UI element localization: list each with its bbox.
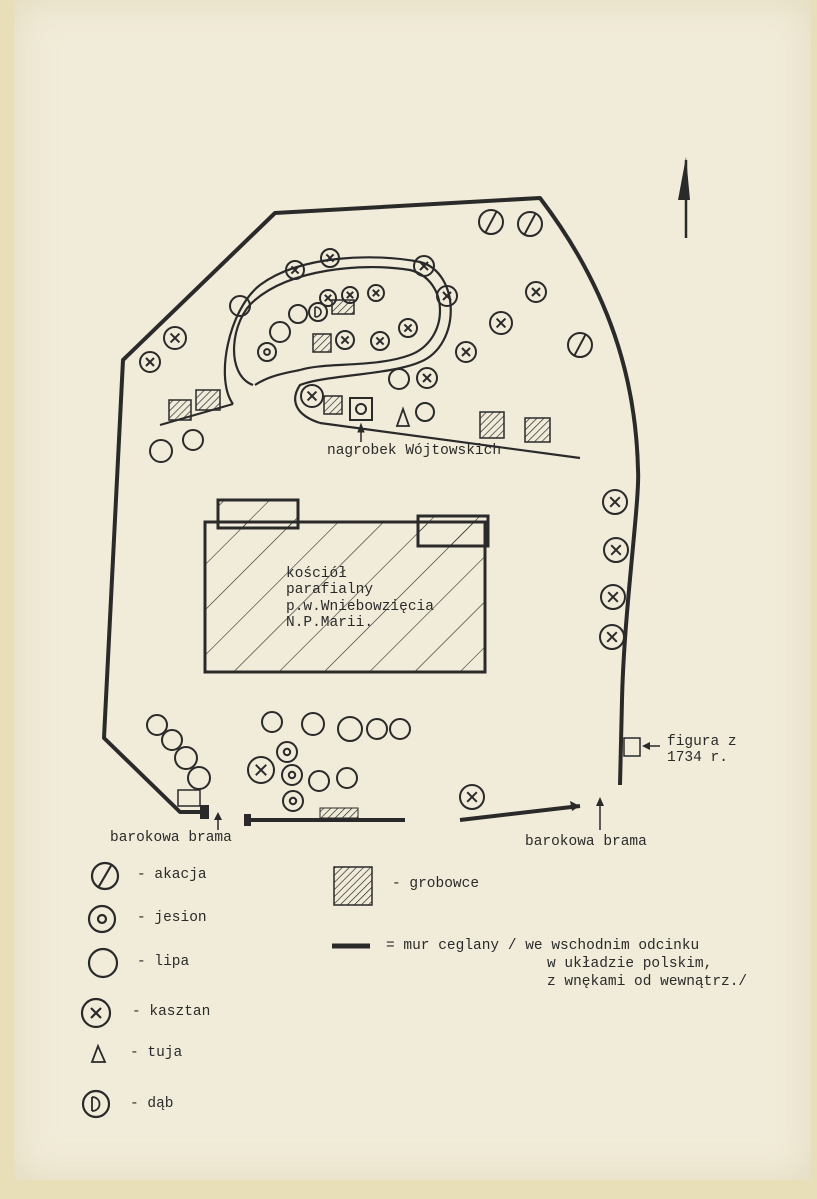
- legend-jesion-icon: [87, 904, 117, 934]
- legend-grobowce-icon: [333, 866, 373, 906]
- lipa-tree-icon: [336, 767, 358, 789]
- north-arrow-icon: [678, 157, 690, 238]
- lipa-tree-icon: [389, 718, 411, 740]
- figure-box: [623, 737, 641, 757]
- gate-box: [177, 789, 201, 807]
- legend-jesion: - jesion: [137, 910, 207, 926]
- wojtowski-tomb-icon: [349, 397, 373, 442]
- lipa-tree-icon: [301, 712, 325, 736]
- lipa-tree-icon: [261, 711, 283, 733]
- lipa-tree-icon: [229, 295, 251, 317]
- gate-arrow-right-icon: [596, 797, 604, 830]
- cemetery-wall: [102, 196, 641, 822]
- legend-dab-icon: [81, 1089, 111, 1119]
- kasztan-tree-icon: [300, 384, 324, 408]
- wall-end-arrow-icon: [570, 801, 580, 811]
- lipa-tree-icon: [366, 718, 388, 740]
- tomb-label: nagrobek Wójtowskich: [327, 443, 502, 459]
- lipa-tree-icon: [269, 321, 291, 343]
- akacja-tree-icon: [517, 211, 543, 237]
- legend-akacja-icon: [90, 861, 120, 891]
- jesion-tree-icon: [276, 741, 298, 763]
- figure-label-1: figura z: [667, 734, 737, 750]
- legend-grobowce: - grobowce: [392, 876, 480, 892]
- lipa-tree-icon: [149, 439, 173, 463]
- legend-kasztan: - kasztan: [132, 1004, 211, 1020]
- kasztan-tree-icon: [602, 489, 628, 515]
- gate-arrow-left-icon: [214, 812, 222, 830]
- legend-tuja: - tuja: [130, 1045, 183, 1061]
- legend-mur-1: = mur ceglany / we wschodnim odcinku: [386, 938, 700, 954]
- legend-dab: - dąb: [130, 1096, 174, 1112]
- akacja-tree-icon: [567, 332, 593, 358]
- kasztan-tree-icon: [285, 260, 305, 280]
- legend-lipa-icon: [87, 947, 119, 979]
- kasztan-tree-icon: [335, 330, 355, 350]
- gate-label-right: barokowa brama: [525, 834, 647, 850]
- legend-mur-2: w układzie polskim,: [547, 956, 713, 972]
- gate-post-left: [200, 805, 209, 819]
- legend-kasztan-icon: [80, 997, 112, 1029]
- kasztan-tree-icon: [320, 248, 340, 268]
- kasztan-tree-icon: [367, 284, 385, 302]
- legend-symbols: [80, 861, 373, 1119]
- kasztan-tree-icon: [341, 286, 359, 304]
- kasztan-tree-icon: [455, 341, 477, 363]
- kasztan-tree-icon: [599, 624, 625, 650]
- lipa-tree-icon: [174, 746, 198, 770]
- akacja-tree-icon: [478, 209, 504, 235]
- curved-path: [159, 256, 581, 460]
- trees: [139, 209, 629, 812]
- lipa-tree-icon: [161, 729, 183, 751]
- legend-lipa: - lipa: [137, 954, 190, 970]
- lipa-tree-icon: [388, 368, 410, 390]
- lipa-tree-icon: [415, 402, 435, 422]
- gate-post-right: [244, 814, 251, 826]
- church-label-2: parafialny: [286, 582, 374, 598]
- kasztan-tree-icon: [370, 331, 390, 351]
- tombs: [168, 299, 551, 443]
- lipa-tree-icon: [337, 716, 363, 742]
- lipa-tree-icon: [308, 770, 330, 792]
- jesion-tree-icon: [281, 764, 303, 786]
- lipa-tree-icon: [146, 714, 168, 736]
- legend-tuja-icon: [90, 1043, 107, 1063]
- kasztan-tree-icon: [247, 756, 275, 784]
- kasztan-tree-icon: [436, 285, 458, 307]
- tuja-tree-icon: [395, 406, 411, 427]
- church-label-1: kościół: [286, 566, 347, 582]
- jesion-tree-icon: [257, 342, 277, 362]
- kasztan-tree-icon: [525, 281, 547, 303]
- church-building: [203, 498, 490, 674]
- church-label-3: p.w.Wniebowzięcia: [286, 599, 434, 615]
- kasztan-tree-icon: [459, 784, 485, 810]
- kasztan-tree-icon: [398, 318, 418, 338]
- jesion-tree-icon: [282, 790, 304, 812]
- legend-mur-3: z wnękami od wewnątrz./: [547, 974, 748, 990]
- kasztan-tree-icon: [603, 537, 629, 563]
- kasztan-tree-icon: [416, 367, 438, 389]
- kasztan-tree-icon: [600, 584, 626, 610]
- lipa-tree-icon: [187, 766, 211, 790]
- kasztan-tree-icon: [413, 255, 435, 277]
- figure-label-2: 1734 r.: [667, 750, 728, 766]
- dab-tree-icon: [308, 302, 328, 322]
- lipa-tree-icon: [288, 304, 308, 324]
- kasztan-tree-icon: [319, 289, 337, 307]
- wall-niche: [319, 807, 359, 819]
- gate-label-left: barokowa brama: [110, 830, 232, 846]
- church-label-4: N.P.Marii.: [286, 615, 374, 631]
- figure-arrow-head-icon: [642, 742, 650, 750]
- kasztan-tree-icon: [163, 326, 187, 350]
- legend-akacja: - akacja: [137, 867, 207, 883]
- kasztan-tree-icon: [489, 311, 513, 335]
- lipa-tree-icon: [182, 429, 204, 451]
- kasztan-tree-icon: [139, 351, 161, 373]
